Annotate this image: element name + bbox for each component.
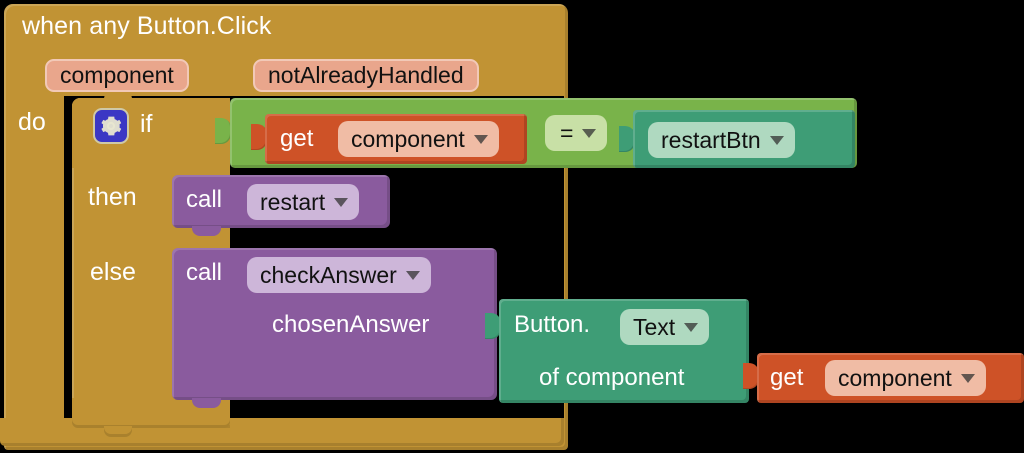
chevron-down-icon bbox=[473, 134, 488, 144]
of-component-label: of component bbox=[539, 364, 685, 391]
call-restart-bottom-connector bbox=[192, 226, 221, 236]
chevron-down-icon bbox=[684, 322, 699, 332]
chevron-down-icon bbox=[960, 373, 975, 383]
get-component-block-plug-1 bbox=[251, 124, 267, 150]
equals-operator-dropdown[interactable]: = bbox=[545, 115, 608, 151]
comparison-block-left-plug bbox=[215, 118, 231, 144]
chevron-down-icon bbox=[769, 135, 784, 145]
gear-icon[interactable] bbox=[93, 108, 129, 144]
if-keyword: if bbox=[140, 110, 153, 138]
get-component-block-plug-2 bbox=[743, 363, 759, 389]
call-checkanswer-bottom-connector bbox=[192, 398, 221, 408]
get-keyword-2: get bbox=[770, 364, 804, 391]
event-block-title: when any Button.Click bbox=[22, 12, 272, 40]
get-component-dropdown-2[interactable]: component bbox=[825, 360, 986, 396]
if-block-bottom-connector bbox=[104, 426, 132, 437]
button-text-property-block-plug bbox=[485, 313, 501, 339]
chosenanswer-argument-label: chosenAnswer bbox=[272, 311, 430, 338]
chevron-down-icon bbox=[334, 197, 349, 207]
equals-operator-value: = bbox=[560, 119, 574, 146]
do-label: do bbox=[18, 108, 46, 136]
notalreadyhandled-parameter[interactable]: notAlreadyHandled bbox=[253, 59, 479, 92]
get-keyword-1: get bbox=[280, 125, 314, 152]
get-component-dropdown-value-2: component bbox=[838, 364, 952, 391]
call-keyword-restart: call bbox=[186, 186, 223, 213]
text-property-value: Text bbox=[633, 313, 676, 340]
chevron-down-icon bbox=[582, 128, 597, 138]
checkanswer-procedure-dropdown[interactable]: checkAnswer bbox=[247, 257, 431, 293]
button-prefix-label: Button. bbox=[514, 311, 591, 338]
restart-procedure-dropdown[interactable]: restart bbox=[247, 184, 360, 220]
checkanswer-procedure-value: checkAnswer bbox=[260, 261, 397, 288]
else-keyword: else bbox=[90, 258, 136, 286]
then-keyword: then bbox=[88, 183, 137, 211]
get-component-dropdown-1[interactable]: component bbox=[338, 121, 499, 157]
if-block-top-connector bbox=[104, 92, 132, 101]
restartbtn-dropdown-value: restartBtn bbox=[661, 126, 761, 153]
get-component-dropdown-value-1: component bbox=[351, 125, 465, 152]
restart-procedure-value: restart bbox=[260, 188, 326, 215]
restartbtn-dropdown[interactable]: restartBtn bbox=[648, 122, 795, 158]
text-property-dropdown[interactable]: Text bbox=[620, 309, 710, 345]
call-keyword-checkanswer: call bbox=[186, 259, 223, 286]
restartbtn-block-plug bbox=[619, 126, 635, 152]
chevron-down-icon bbox=[405, 270, 420, 280]
component-parameter[interactable]: component bbox=[45, 59, 189, 92]
